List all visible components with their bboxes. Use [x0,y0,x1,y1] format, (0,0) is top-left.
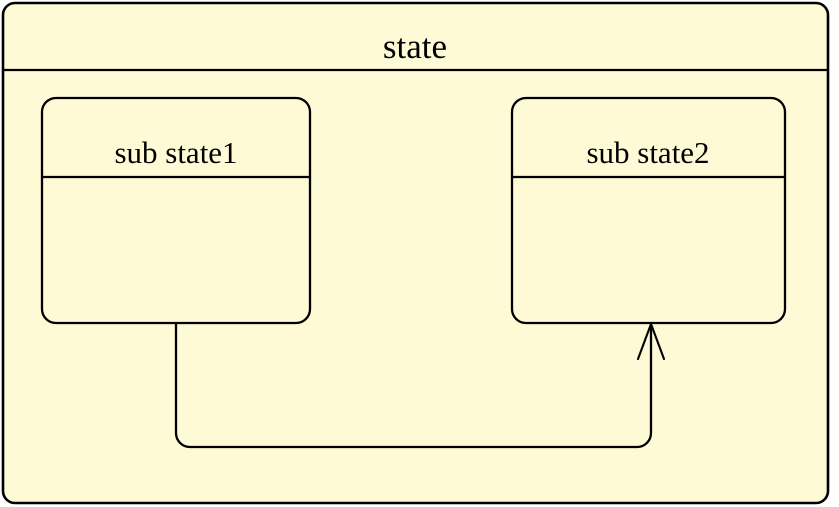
substate-2-title: sub state2 [586,135,709,170]
substate-1-title: sub state1 [114,135,237,170]
substate-1-body[interactable] [40,96,312,325]
transition-line[interactable] [174,323,653,449]
substate-sub-state-1[interactable]: sub state1 [40,96,312,325]
transition-sub-state-1-to-sub-state-2[interactable] [174,322,666,449]
transition-arrowhead-icon [636,322,666,361]
substate-2-body[interactable] [510,96,787,325]
substate-sub-state-2[interactable]: sub state2 [510,96,787,325]
composite-state-title: state [383,27,447,66]
